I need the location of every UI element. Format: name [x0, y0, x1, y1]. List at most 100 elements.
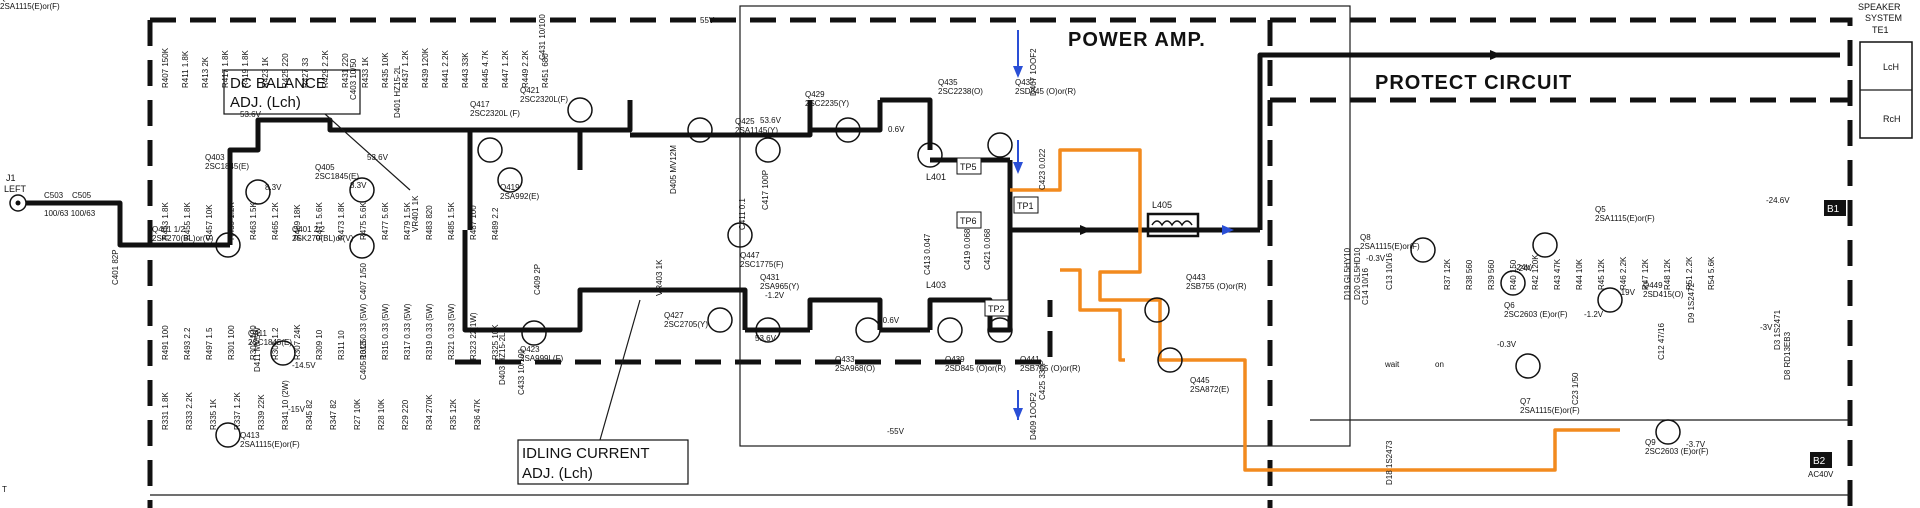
diode-label: D403 HZ15-2L	[498, 332, 507, 385]
resistor-label: R321 0.33 (5W)	[447, 303, 456, 360]
capacitor-label: C13 10/16	[1385, 253, 1394, 290]
resistor-label: R419 1.8K	[241, 50, 250, 88]
voltage-label: 53.6V	[755, 334, 777, 343]
resistor-label: R473 1.8K	[337, 202, 346, 240]
transistor-ref-label: Q401 2/2	[292, 225, 325, 234]
dc-balance-line2: ADJ. (Lch)	[230, 94, 301, 111]
transistor-part-label: 2SA872(E)	[1190, 385, 1229, 394]
transistor-icon	[521, 320, 547, 346]
diode-label: D411 MV5W	[253, 327, 262, 372]
resistor-label: R331 1.8K	[161, 392, 170, 430]
protect-signal-path-lower	[1060, 268, 1125, 362]
transistor-ref-label: Q6	[1504, 301, 1515, 310]
resistor-label: R311 10	[337, 330, 346, 360]
transistor-ref-label: Q403	[205, 153, 225, 162]
voltage-label: -0.6V	[880, 316, 900, 325]
terminal-b2-label: B2	[1813, 456, 1826, 467]
transistor-part-label: 2SC2603 (E)or(F)	[1645, 447, 1709, 456]
voltage-label: 8.3V	[265, 183, 282, 192]
c505-label: C505	[72, 191, 92, 200]
resistor-label: R335 1K	[209, 398, 218, 430]
transistor-ref-label: Q7	[1520, 397, 1531, 406]
transistor-ref-label: Q411	[248, 329, 268, 338]
speaker-system-line2: SYSTEM	[1865, 13, 1902, 23]
resistor-label: R345 82	[305, 399, 314, 430]
transistor-icon	[1532, 232, 1558, 258]
arrow-right-icon	[1490, 50, 1502, 60]
transistor-part-label: 2SA1145(Y)	[735, 126, 778, 135]
transistor-ref-label: Q425	[735, 117, 755, 126]
capacitor-label: C411 0.1	[738, 198, 747, 230]
inductor-label: L401	[926, 172, 946, 182]
test-point-label: TP2	[988, 304, 1005, 314]
resistor-label: R301 100	[227, 325, 236, 360]
transistor-part-label: 2SA1115(E)or(F)	[1595, 214, 1655, 223]
capacitor-label: C407 1/50	[359, 263, 368, 300]
diode-label: D401 HZ15-2L	[393, 65, 402, 118]
transistor-part-label: 2SK270(BL)or(V)	[152, 234, 214, 243]
transistor-icon	[1655, 419, 1681, 445]
resistor-label: R465 1.2K	[271, 202, 280, 240]
transistor-ref-label: Q431	[760, 273, 780, 282]
idling-current-callout: IDLING CURRENT ADJ. (Lch)	[517, 299, 689, 485]
voltage-label: 53.6V	[240, 110, 262, 119]
terminal-b2: B2 AC40V	[1808, 452, 1834, 479]
transistor-part-label: 2SC2238(O)	[938, 87, 983, 96]
resistor-label: R305 1.2	[271, 327, 280, 360]
c-values-label: 100/63 100/63	[44, 209, 96, 218]
resistor-label: R34 270K	[425, 394, 434, 430]
transistor-ref-label: Q437	[1015, 78, 1035, 87]
voltage-label: -15V	[288, 405, 306, 414]
test-point-label: TP1	[1017, 201, 1034, 211]
transistor-icon	[987, 132, 1013, 158]
input-jack-j1[interactable]: J1 LEFT C503 C505 100/63 100/63	[4, 173, 96, 218]
resistor-label: R497 1.5	[205, 327, 214, 360]
resistor-label: R325 10K	[491, 324, 500, 360]
capacitor-label: C417 100P	[761, 170, 770, 210]
transistor-icon	[937, 317, 963, 343]
resistor-label: R47 12K	[1641, 258, 1650, 290]
resistor-label: R451 680	[541, 53, 550, 88]
resistor-label: R485 1.5K	[447, 202, 456, 240]
transistor-ref-label: Q441	[1020, 355, 1040, 364]
resistor-label: R479 1.5K	[403, 202, 412, 240]
resistor-label: R48 12K	[1663, 258, 1672, 290]
speaker-terminal-lch: LcH	[1883, 62, 1899, 72]
transistor-icon	[497, 167, 523, 193]
resistor-label: R339 22K	[257, 394, 266, 430]
resistor-label: R303 100	[249, 325, 258, 360]
speaker-terminal-rch: RcH	[1883, 114, 1901, 124]
diode-label: D19 GL5HY10	[1343, 247, 1352, 300]
transistor-part-label: 2SA999L(F)	[520, 354, 563, 363]
dc-balance-callout: DC BALANCE ADJ. (Lch)	[223, 69, 411, 191]
arrow-down-icon	[1013, 408, 1023, 420]
terminal-b1: B1	[1824, 200, 1846, 216]
idling-current-line1: IDLING CURRENT	[522, 445, 650, 462]
transistor-ref-label: Q445	[1190, 376, 1210, 385]
resistor-label: R347 82	[329, 399, 338, 430]
ac40v-label: AC40V	[1808, 470, 1834, 479]
transistor-part-label: 2SC2705(Y)	[664, 320, 708, 329]
resistor-label: R315 0.33 (5W)	[381, 303, 390, 360]
capacitor-label: C409 2P	[533, 264, 542, 295]
transistor-part-label: 2SD845 (O)or(R)	[1015, 87, 1076, 96]
resistor-label: R457 10K	[205, 204, 214, 240]
transistor-icon	[1597, 287, 1623, 313]
arrow-right-icon	[1080, 225, 1092, 235]
voltage-label: -1.2V	[1584, 310, 1604, 319]
resistor-label: R431 220	[341, 53, 350, 88]
resistor-label: R433 1K	[361, 56, 370, 88]
resistor-label: R317 0.33 (5W)	[403, 303, 412, 360]
transistor-part-label: 2SC1845(E)	[248, 338, 292, 347]
transistor-ref-label: Q433	[835, 355, 855, 364]
resistor-label: R455 1.8K	[183, 202, 192, 240]
resistor-label: R38 560	[1465, 259, 1474, 290]
diode-label: D18 1S2473	[1385, 440, 1394, 485]
resistor-label: R429 2.2K	[321, 50, 330, 88]
voltage-label: -0.3V	[1497, 340, 1517, 349]
transistor-icon	[755, 317, 781, 343]
resistor-label: R437 1.2K	[401, 50, 410, 88]
resistor-label: R423 1K	[261, 56, 270, 88]
voltage-label: -0.3V	[1366, 254, 1386, 263]
